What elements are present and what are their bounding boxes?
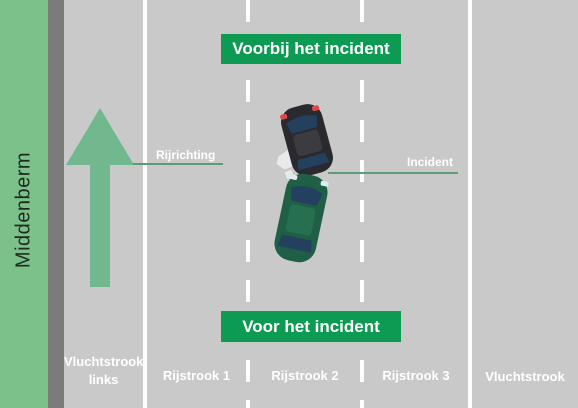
lane-divider-1-2 — [246, 0, 250, 408]
lane-label-3: Rijstrook 3 — [382, 368, 450, 383]
before-incident-banner: Voor het incident — [221, 311, 401, 342]
car-rear-icon — [280, 104, 333, 176]
median-edge — [48, 0, 64, 408]
lane-line-right — [468, 0, 472, 408]
lane-divider-2-3 — [360, 0, 364, 408]
lane-label-right-shoulder: Vluchtstrook — [485, 369, 565, 384]
median-strip: Middenberm — [0, 0, 48, 408]
direction-callout-line — [133, 163, 223, 165]
arrow-up-icon — [66, 108, 134, 287]
lane-label-left-shoulder-line2: links — [88, 372, 119, 387]
incident-callout-line — [328, 172, 458, 174]
lane-label-left-shoulder-line1: Vluchtstrook — [64, 354, 144, 369]
lane-label-2: Rijstrook 2 — [271, 368, 339, 383]
car-front-icon — [274, 173, 329, 263]
lane-label-left-shoulder: Vluchtstrook links — [64, 353, 143, 389]
direction-label: Rijrichting — [156, 148, 216, 162]
lane-label-1: Rijstrook 1 — [162, 368, 231, 383]
incident-label: Incident — [407, 155, 454, 169]
past-incident-banner: Voorbij het incident — [221, 34, 401, 64]
lane-line-left — [143, 0, 147, 408]
